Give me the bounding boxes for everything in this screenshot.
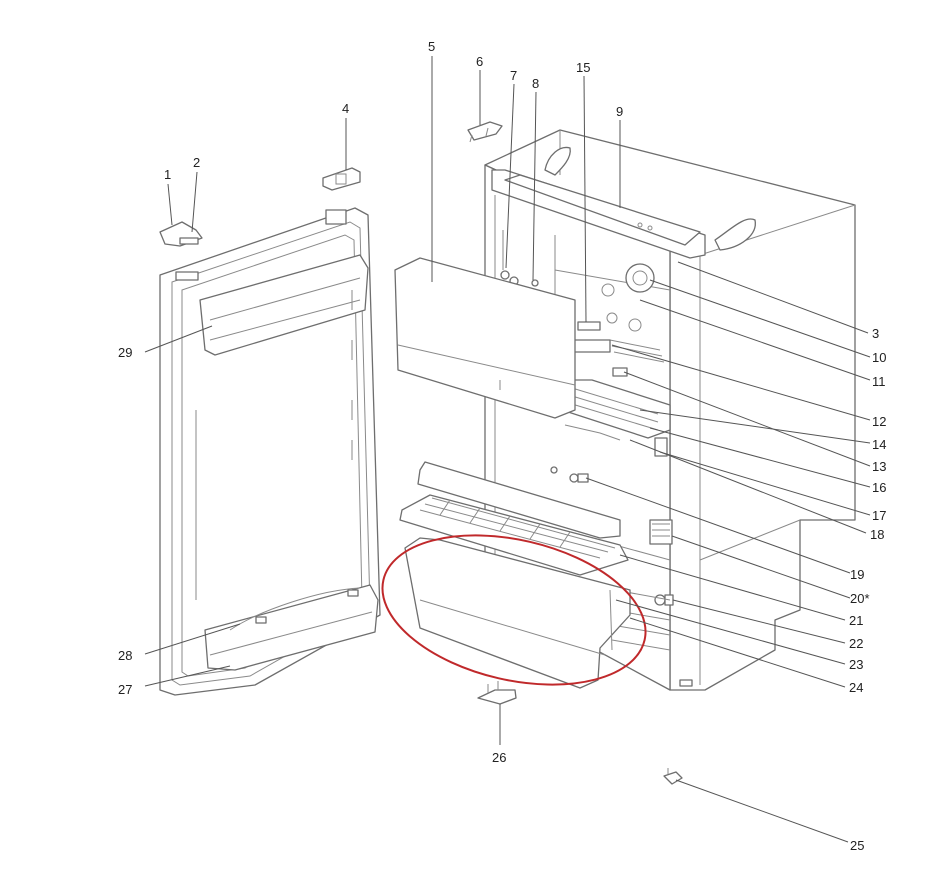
callout-8: 8 bbox=[532, 76, 539, 91]
callout-17: 17 bbox=[872, 508, 886, 523]
callout-2: 2 bbox=[193, 155, 200, 170]
callout-25: 25 bbox=[850, 838, 864, 853]
callout-3: 3 bbox=[872, 326, 879, 341]
screw-25 bbox=[663, 768, 683, 785]
callout-24: 24 bbox=[849, 680, 863, 695]
hinge-piece-4 bbox=[322, 167, 361, 191]
freezer-door-5 bbox=[394, 257, 576, 419]
callout-21: 21 bbox=[849, 613, 863, 628]
crisper-drawer-23 bbox=[404, 537, 631, 689]
highlight-ellipse bbox=[381, 534, 647, 686]
hinge-bottom-26 bbox=[477, 681, 517, 705]
callout-4: 4 bbox=[342, 101, 349, 116]
callout-13: 13 bbox=[872, 459, 886, 474]
callout-7: 7 bbox=[510, 68, 517, 83]
callout-labels: 1 2 4 5 6 7 8 15 9 3 10 11 12 14 13 16 1… bbox=[118, 39, 886, 853]
hinge-top bbox=[159, 221, 203, 247]
callout-18: 18 bbox=[870, 527, 884, 542]
callout-29: 29 bbox=[118, 345, 132, 360]
callout-16: 16 bbox=[872, 480, 886, 495]
callout-5: 5 bbox=[428, 39, 435, 54]
callout-26: 26 bbox=[492, 750, 506, 765]
callout-12: 12 bbox=[872, 414, 886, 429]
callout-19: 19 bbox=[850, 567, 864, 582]
callout-23: 23 bbox=[849, 657, 863, 672]
callout-20: 20* bbox=[850, 591, 870, 606]
door bbox=[159, 207, 381, 696]
callout-9: 9 bbox=[616, 104, 623, 119]
callout-6: 6 bbox=[476, 54, 483, 69]
callout-14: 14 bbox=[872, 437, 886, 452]
wire-shelf-17 bbox=[417, 461, 621, 539]
callout-1: 1 bbox=[164, 167, 171, 182]
callout-11: 11 bbox=[872, 374, 886, 389]
callout-10: 10 bbox=[872, 350, 886, 365]
callout-28: 28 bbox=[118, 648, 132, 663]
latch-6 bbox=[467, 121, 503, 143]
callout-15: 15 bbox=[576, 60, 590, 75]
callout-22: 22 bbox=[849, 636, 863, 651]
leader-lines bbox=[144, 56, 871, 843]
callout-27: 27 bbox=[118, 682, 132, 697]
